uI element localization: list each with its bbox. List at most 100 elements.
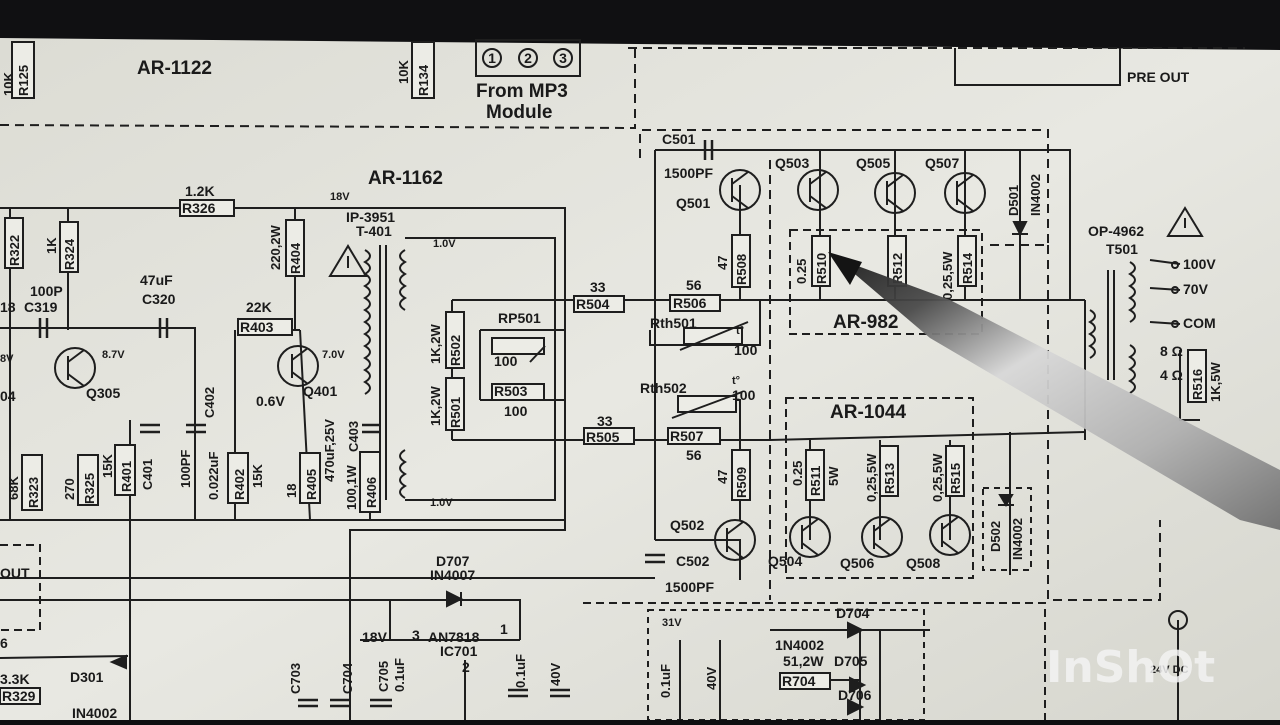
label-r403: R403 [240, 319, 274, 335]
label-c704: C704 [340, 662, 355, 694]
connector-pin-3: 3 [559, 50, 567, 66]
transistor-q505-symbol [874, 172, 916, 214]
bias-0.6v: 0.6V [256, 393, 285, 409]
label-r326: R326 [182, 200, 216, 216]
label-r324: R324 [62, 238, 77, 270]
label-r504: R504 [576, 296, 610, 312]
connector-pin-2: 2 [524, 50, 532, 66]
label-c401: C401 [140, 459, 155, 490]
rail-31v: 31V [662, 617, 682, 629]
label-r507: R507 [670, 428, 704, 444]
label-d501: D501 [1006, 185, 1021, 216]
edge-8v: 8V [0, 353, 14, 365]
label-c319: C319 [24, 299, 58, 315]
label-d301: D301 [70, 669, 104, 685]
label-c703: C703 [288, 663, 303, 694]
label-r510: R510 [814, 253, 829, 284]
label-r405: R405 [304, 469, 319, 500]
value-r505: 33 [597, 413, 613, 429]
value-r323: 68K [6, 476, 21, 500]
transistor-q401-symbol [277, 345, 319, 387]
label-r505: R505 [586, 429, 620, 445]
label-r329: R329 [2, 688, 36, 704]
block-label-ar1122: AR-1122 [137, 58, 212, 79]
label-r512: R512 [890, 253, 905, 284]
value-r134: 10K [396, 60, 411, 84]
label-c403: C403 [346, 421, 361, 452]
transistor-q503-symbol [797, 169, 839, 211]
value-r514: 0,25,5W [940, 251, 955, 300]
value-r704: 51,2W [783, 653, 824, 669]
value-r513: 0,25,5W [864, 453, 879, 502]
label-d704: D704 [836, 605, 870, 621]
type-d301: IN4002 [72, 705, 117, 720]
label-c320: C320 [142, 291, 176, 307]
value-rth502: 100 [732, 387, 756, 403]
regulator-an7818: AN7818 [428, 629, 480, 645]
tap-4ohm: 4 Ω [1160, 367, 1183, 383]
label-rth502: Rth502 [640, 380, 687, 396]
edge-6: 6 [0, 635, 8, 651]
bias-8.7v: 8.7V [102, 349, 125, 361]
label-r134: R134 [416, 64, 431, 96]
from-mp3-label: From MP3 [476, 81, 568, 102]
value-r510: 0.25 [794, 259, 809, 284]
tap-70v: 70V [1183, 281, 1209, 297]
value-r508: 47 [715, 256, 730, 270]
label-r404: R404 [288, 242, 303, 274]
label-r402: R402 [232, 469, 247, 500]
edge-04: 04 [0, 388, 16, 404]
value-r329: 3.3K [0, 671, 30, 687]
transistor-q501-symbol [719, 169, 761, 211]
label-r401: R401 [119, 461, 134, 492]
label-rp501: RP501 [498, 310, 541, 326]
label-r503: R503 [494, 383, 528, 399]
label-r322: R322 [7, 235, 22, 266]
label-q501: Q501 [676, 195, 710, 211]
value-r324: 1K [44, 237, 59, 254]
label-q506: Q506 [840, 555, 874, 571]
label-r704: R704 [782, 673, 816, 689]
transistor-q305-symbol [54, 347, 96, 389]
label-r125: R125 [16, 65, 31, 96]
label-d706: D706 [838, 687, 872, 703]
tap-8ohm: 8 Ω [1160, 343, 1183, 359]
block-label-op4962: OP-4962 [1088, 223, 1144, 239]
reg-pin-3: 3 [412, 627, 420, 643]
regulator-ic701: IC701 [440, 643, 478, 659]
bias-7.0v: 7.0V [322, 349, 345, 361]
reg-input-18v: 18V [362, 629, 388, 645]
label-r513: R513 [882, 463, 897, 494]
label-q502: Q502 [670, 517, 704, 533]
value-r406: 100,1W [344, 464, 359, 510]
label-d502: D502 [988, 521, 1003, 552]
value-c320: 47uF [140, 272, 173, 288]
edge-18: 18 [0, 299, 16, 315]
label-q305: Q305 [86, 385, 120, 401]
label-r514: R514 [960, 252, 975, 284]
tap-1v-top: 1.0V [433, 238, 456, 250]
pen-pointer [828, 252, 1280, 530]
label-c502: C502 [676, 553, 710, 569]
label-r509: R509 [734, 467, 749, 498]
label-q505: Q505 [856, 155, 890, 171]
value-r504: 33 [590, 279, 606, 295]
value-c401: 100PF [178, 450, 193, 488]
label-r511: R511 [808, 466, 823, 496]
label-r502: R502 [448, 335, 463, 366]
tap-100v: 100V [1183, 256, 1216, 272]
transistor-q504-symbol [789, 516, 831, 558]
dc-input-label: 24V DC [1150, 664, 1189, 676]
value-c403: 470uF,25V [322, 419, 337, 482]
value-rp501: 100 [494, 353, 518, 369]
value-r503: 100 [504, 403, 528, 419]
label-r515: R515 [948, 463, 963, 494]
label-r406: R406 [364, 477, 379, 508]
value-c709: 40V [704, 667, 719, 690]
transistor-q508-symbol [929, 514, 971, 556]
tap-1v-bottom: 1.0V [430, 497, 453, 509]
value-r502: 1K,2W [428, 324, 443, 364]
type-d501: IN4002 [1028, 174, 1043, 216]
value-r515: 0,25,5W [930, 453, 945, 502]
